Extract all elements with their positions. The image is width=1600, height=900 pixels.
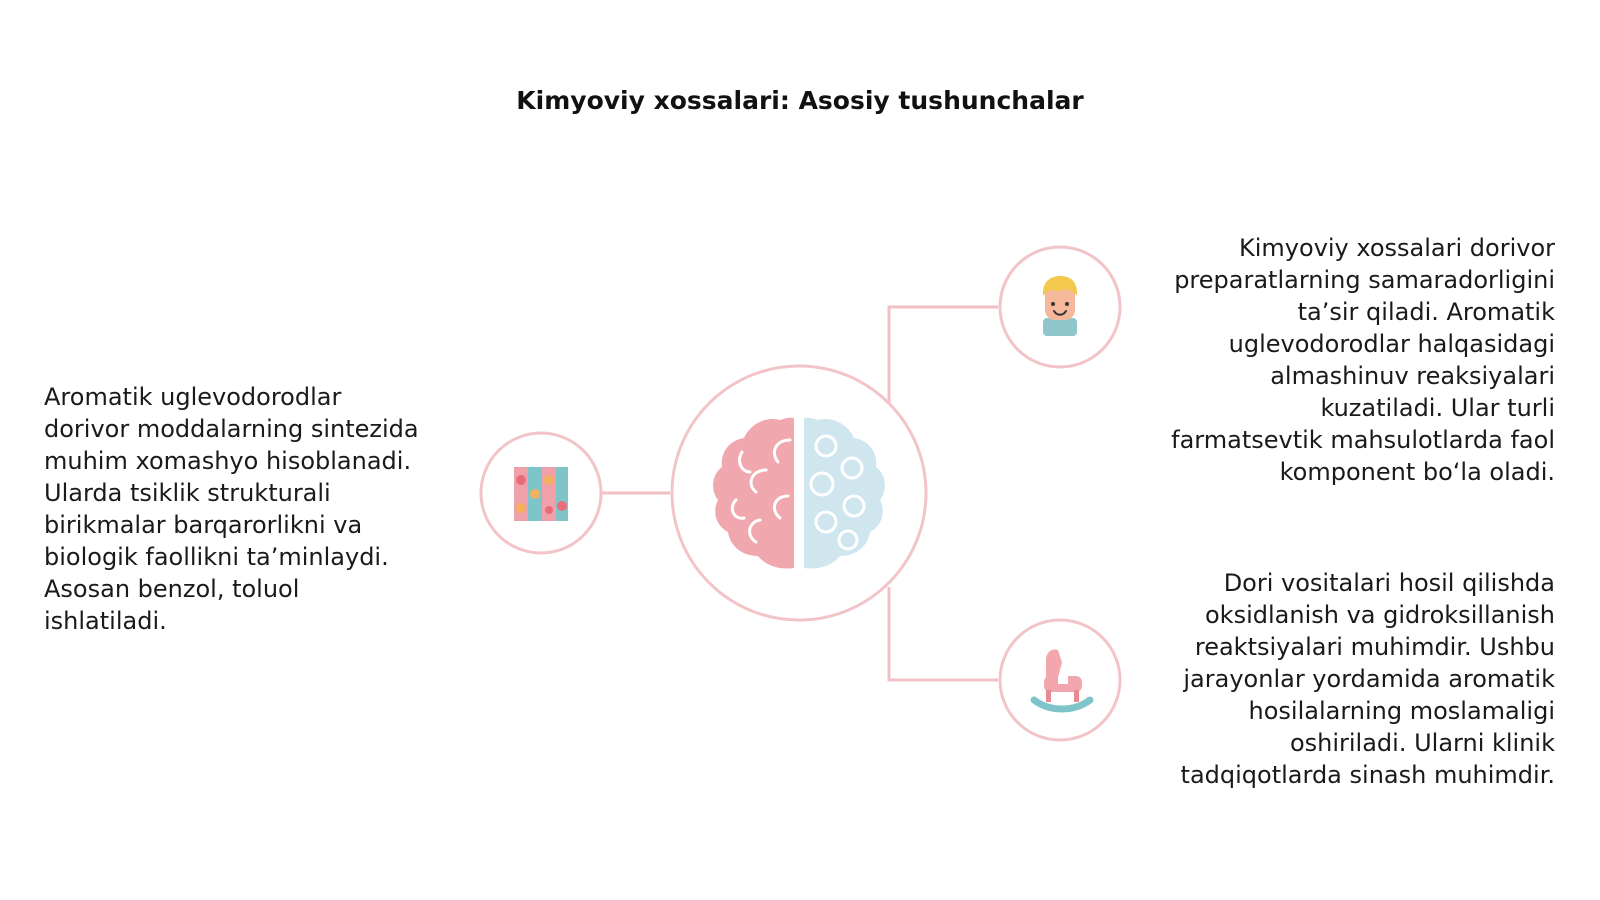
right-top-node xyxy=(998,245,1122,369)
page-title: Kimyoviy xossalari: Asosiy tushunchalar xyxy=(516,86,1084,115)
right-bottom-node xyxy=(998,618,1122,742)
text-block-left: Aromatik uglevodorodlar dorivor moddalar… xyxy=(44,383,419,635)
connector-right-top xyxy=(887,305,998,405)
connector-right-bottom xyxy=(887,587,998,682)
brain-icon xyxy=(713,417,885,569)
text-block-right-bottom: Dori vositalari hosil qilishda oksidlani… xyxy=(1180,569,1555,789)
center-node xyxy=(670,364,928,622)
left-node xyxy=(479,431,603,555)
rocking-horse-icon xyxy=(1030,649,1094,713)
child-face-icon xyxy=(1042,276,1078,336)
center-ring xyxy=(670,364,928,622)
text-block-right-top: Kimyoviy xossalari dorivor preparatlarni… xyxy=(1171,234,1555,486)
connector-lines xyxy=(602,305,998,682)
puzzle-blocks-icon xyxy=(514,467,568,521)
